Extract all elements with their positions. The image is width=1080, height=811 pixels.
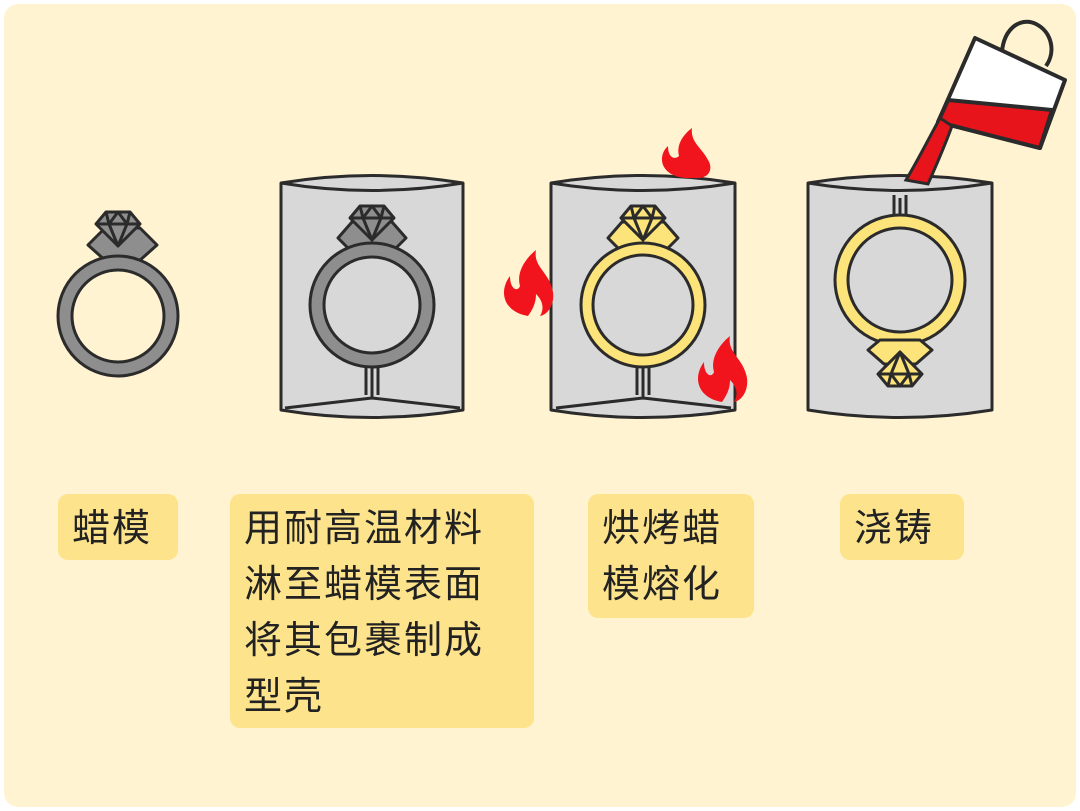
baking-mold-icon (549, 174, 737, 419)
casting-mold-icon (806, 174, 994, 419)
label-line: 用耐高温材料 (244, 506, 485, 550)
label-line: 型壳 (244, 674, 325, 718)
step-label-shell-coating: 用耐高温材料 淋至蜡模表面 将其包裹制成 型壳 (230, 494, 534, 728)
label-line: 将其包裹制成 (244, 618, 485, 662)
flame-icon (504, 250, 554, 316)
step-label-baking: 烘烤蜡 模熔化 (588, 494, 754, 618)
flame-icon (698, 336, 748, 402)
wax-ring-icon (56, 210, 180, 378)
label-line: 浇铸 (854, 506, 935, 550)
shell-mold-icon (279, 174, 465, 419)
label-line: 蜡模 (72, 506, 153, 550)
pouring-ladle-icon (936, 19, 1067, 150)
flame-icon (661, 128, 711, 178)
label-line: 模熔化 (602, 562, 723, 606)
step-label-casting: 浇铸 (840, 494, 964, 560)
step-label-wax-model: 蜡模 (58, 494, 178, 560)
label-line: 烘烤蜡 (602, 506, 723, 550)
molten-metal-stream (903, 115, 954, 186)
label-line: 淋至蜡模表面 (244, 562, 485, 606)
